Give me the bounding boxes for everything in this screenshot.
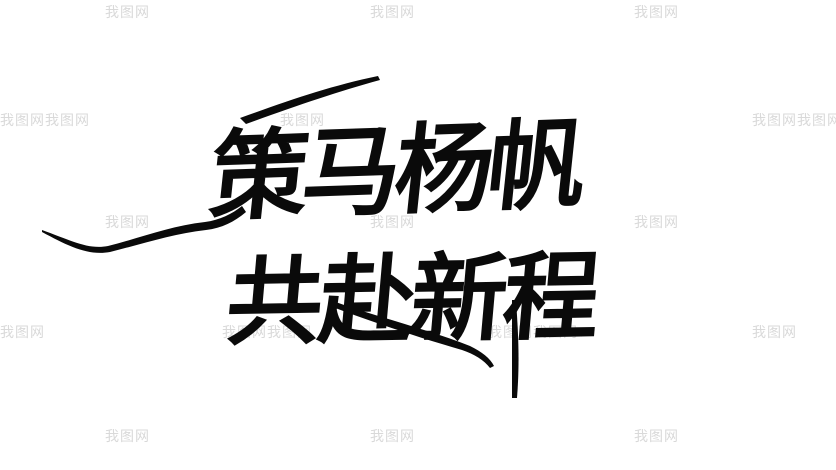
watermark: 我图网我图网 (752, 113, 836, 129)
watermark: 我图网 (634, 5, 679, 21)
calligraphy-line-1: 策马杨帆 (204, 107, 586, 236)
watermark: 我图网 (0, 325, 45, 341)
watermark: 我图网 (370, 5, 415, 21)
watermark: 我图网 (105, 429, 150, 445)
watermark: 我图网 (370, 215, 415, 231)
watermark: 我图网 (634, 215, 679, 231)
watermark: 我图网 (105, 5, 150, 21)
watermark: 我图网我图网 (488, 325, 578, 341)
brush-tail-left (42, 206, 246, 253)
brush-sweep-bottom (330, 300, 494, 368)
watermark: 我图网 (280, 113, 325, 129)
calligraphy-line-2: 共赴新程 (222, 239, 601, 360)
watermark: 我图网 (370, 429, 415, 445)
watermark: 我图网 (105, 215, 150, 231)
watermark: 我图网我图网 (222, 325, 312, 341)
brush-flourish-top (240, 76, 380, 124)
watermark: 我图网 (634, 429, 679, 445)
watermark: 我图网 (752, 325, 797, 341)
brush-drip (512, 300, 519, 398)
watermark: 我图网我图网 (0, 113, 90, 129)
